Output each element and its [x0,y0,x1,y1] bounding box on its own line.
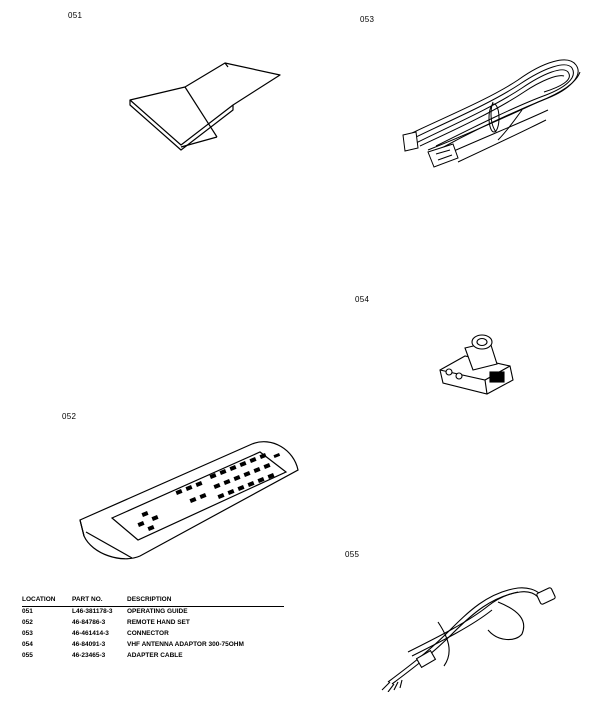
remote-hand-set-illustration [79,441,299,560]
table-header-rule [22,606,284,607]
table-row: 052 46-84786-3 REMOTE HAND SET [22,617,297,628]
header-location: LOCATION [22,596,56,603]
row-description: ADAPTER CABLE [127,652,183,659]
row-description: VHF ANTENNA ADAPTOR 300-75OHM [127,641,244,648]
row-description: REMOTE HAND SET [127,619,190,626]
row-part-no: 46-461414-3 [72,630,109,637]
row-part-no: L46-381178-3 [72,608,113,615]
part-label-054: 054 [355,295,370,304]
adapter-cable-illustration [381,587,556,692]
parts-table: LOCATION PART NO. DESCRIPTION 051 L46-38… [22,593,297,661]
part-label-055: 055 [345,550,360,559]
part-label-052: 052 [62,412,77,421]
header-description: DESCRIPTION [127,596,172,603]
table-row: 054 46-84091-3 VHF ANTENNA ADAPTOR 300-7… [22,639,297,650]
row-description: CONNECTOR [127,630,169,637]
part-label-053: 053 [360,15,375,24]
row-location: 053 [22,630,33,637]
operating-guide-illustration [129,62,281,151]
antenna-adaptor-illustration [439,334,514,395]
table-row: 051 L46-381178-3 OPERATING GUIDE [22,606,297,617]
parts-table-header: LOCATION PART NO. DESCRIPTION [22,593,297,606]
row-location: 054 [22,641,33,648]
row-location: 051 [22,608,33,615]
row-location: 052 [22,619,33,626]
row-description: OPERATING GUIDE [127,608,188,615]
row-part-no: 46-23465-3 [72,652,106,659]
header-part-no: PART NO. [72,596,103,603]
row-location: 055 [22,652,33,659]
row-part-no: 46-84091-3 [72,641,106,648]
connector-cable-illustration [402,59,581,168]
table-row: 055 46-23465-3 ADAPTER CABLE [22,650,297,661]
part-label-051: 051 [68,11,83,20]
row-part-no: 46-84786-3 [72,619,106,626]
table-row: 053 46-461414-3 CONNECTOR [22,628,297,639]
